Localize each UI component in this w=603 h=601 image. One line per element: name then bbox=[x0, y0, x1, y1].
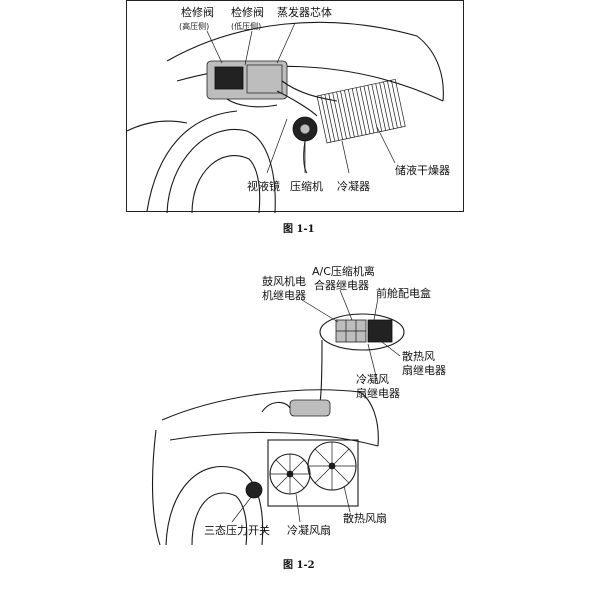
label-blower-relay-line2: 机继电器 bbox=[262, 289, 306, 302]
label-radiator-fan-relay-line1: 散热风 bbox=[402, 350, 435, 363]
label-triple-pressure-switch: 三态压力开关 bbox=[204, 524, 270, 537]
label-radiator-fan-relay-line2: 扇继电器 bbox=[402, 364, 446, 377]
label-front-fuse-box: 前舱配电盒 bbox=[376, 287, 431, 300]
label-radiator-fan: 散热风扇 bbox=[343, 512, 387, 525]
caption-figure-1-2: 图 1-2 bbox=[283, 556, 315, 571]
label-ac-compressor-relay-line1: A/C压缩机离 bbox=[312, 265, 375, 278]
label-condenser-fan-relay-line2: 扇继电器 bbox=[356, 387, 400, 400]
label-ac-compressor-relay-line2: 合器继电器 bbox=[314, 279, 369, 292]
label-blower-relay-line1: 鼓风机电 bbox=[262, 275, 306, 288]
label-condenser-fan: 冷凝风扇 bbox=[287, 524, 331, 537]
label-condenser-fan-relay-line1: 冷凝风 bbox=[356, 373, 389, 386]
